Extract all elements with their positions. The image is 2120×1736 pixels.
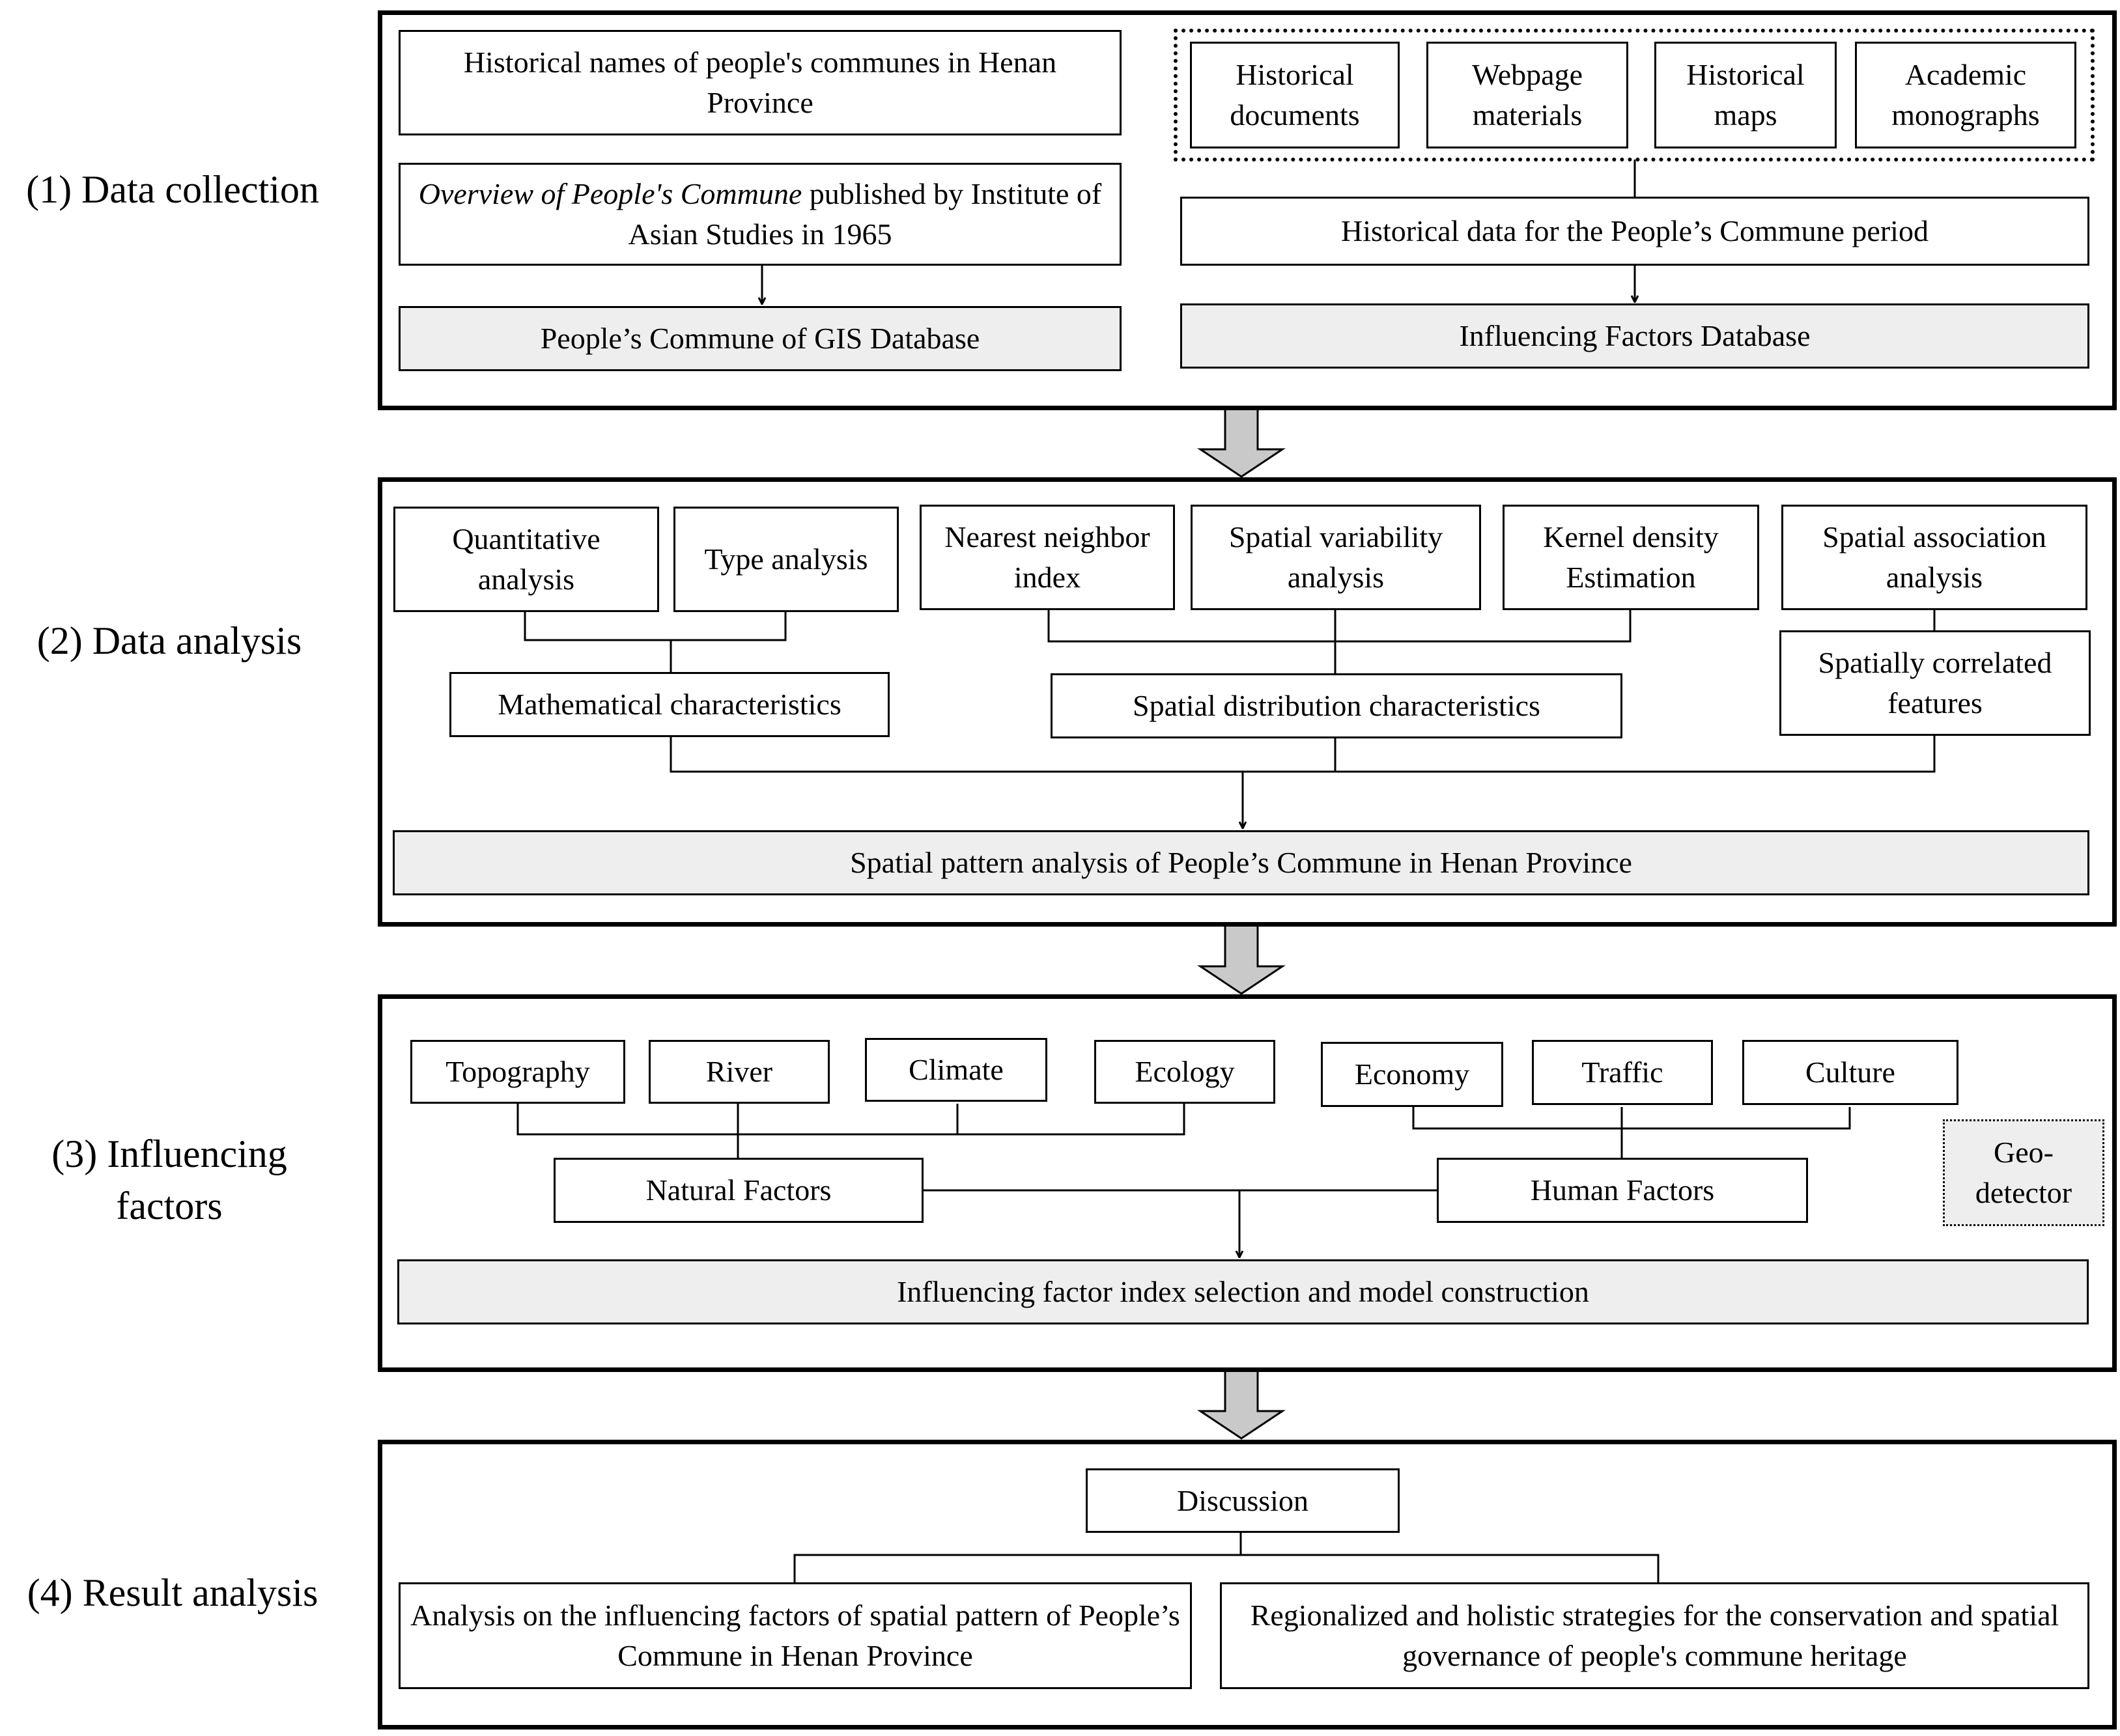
natural-factors-text: Natural Factors — [645, 1173, 832, 1207]
spatial-pattern-analysis-text: Spatial pattern analysis of People’s Com… — [850, 846, 1632, 879]
conservation-strategies-text: Regionalized and holistic strategies for… — [1250, 1599, 2059, 1672]
mathematical-characteristics-text: Mathematical characteristics — [498, 688, 841, 721]
factor-climate-label: Climate — [909, 1053, 1004, 1086]
method-nearest-neighbor-index-label: Nearest neighbor index — [944, 520, 1150, 594]
method-quantitative-analysis: Quantitative analysis — [393, 507, 659, 612]
geo-detector-box: Geo-detector — [1943, 1119, 2104, 1226]
human-factors-text: Human Factors — [1530, 1173, 1715, 1207]
discussion-text: Discussion — [1177, 1483, 1308, 1517]
model-construction-box: Influencing factor index selection and m… — [397, 1259, 2089, 1324]
influencing-factors-analysis-box: Analysis on the influencing factors of s… — [399, 1582, 1192, 1689]
factor-culture-label: Culture — [1805, 1056, 1895, 1089]
method-nearest-neighbor-index: Nearest neighbor index — [920, 505, 1175, 610]
model-construction-text: Influencing factor index selection and m… — [897, 1275, 1589, 1308]
method-type-analysis: Type analysis — [673, 507, 899, 612]
section-data-collection — [378, 10, 2117, 410]
method-quantitative-analysis-label: Quantitative analysis — [452, 522, 601, 596]
source-webpage-materials-label: Webpage materials — [1472, 58, 1583, 132]
geo-detector-text: Geo-detector — [1975, 1136, 2072, 1209]
spatially-correlated-features-text: Spatially correlated features — [1818, 646, 2052, 720]
source-historical-documents-label: Historical documents — [1230, 58, 1360, 132]
natural-factors-box: Natural Factors — [554, 1158, 924, 1223]
factor-economy-label: Economy — [1354, 1057, 1470, 1091]
connector-natural — [516, 1104, 1185, 1158]
overview-title: Overview of People's Commune — [418, 177, 802, 210]
factor-economy: Economy — [1321, 1042, 1503, 1107]
block-arrow-2-to-3 — [1197, 923, 1286, 995]
method-spatial-association-analysis: Spatial association analysis — [1781, 505, 2087, 610]
method-spatial-variability-analysis-label: Spatial variability analysis — [1228, 520, 1443, 594]
gis-database-text: People’s Commune of GIS Database — [540, 322, 980, 355]
human-factors-box: Human Factors — [1437, 1158, 1808, 1223]
section-data-analysis — [378, 477, 2117, 927]
section-influencing-factors — [378, 994, 2117, 1372]
influencing-factors-analysis-text: Analysis on the influencing factors of s… — [410, 1599, 1180, 1672]
stage-label-data-collection: (1) Data collection — [26, 168, 319, 211]
factor-river: River — [649, 1040, 830, 1104]
connector-spatial-dist — [1047, 610, 1632, 673]
method-kernel-density-estimation: Kernel density Estimation — [1503, 505, 1759, 610]
source-historical-maps: Historical maps — [1654, 42, 1837, 148]
historical-names-box: Historical names of people's communes in… — [399, 30, 1122, 135]
factor-culture: Culture — [1742, 1040, 1958, 1105]
historical-data-text: Historical data for the People’s Commune… — [1341, 214, 1929, 247]
stage-label-result-analysis: (4) Result analysis — [27, 1571, 318, 1614]
historical-data-box: Historical data for the People’s Commune… — [1180, 197, 2089, 266]
source-academic-monographs-label: Academic monographs — [1891, 58, 2040, 132]
conservation-strategies-box: Regionalized and holistic strategies for… — [1220, 1582, 2089, 1689]
gis-database-box: People’s Commune of GIS Database — [399, 306, 1122, 371]
connector-math — [524, 612, 787, 672]
method-spatial-variability-analysis: Spatial variability analysis — [1191, 505, 1481, 610]
overview-description: published by Institute of Asian Studies … — [628, 177, 1102, 251]
block-arrow-1-to-2 — [1197, 406, 1286, 478]
overview-publication-box: Overview of People's Commune published b… — [399, 163, 1122, 266]
stage-label-influencing-factors-line2: factors — [116, 1184, 223, 1227]
factor-climate: Climate — [865, 1038, 1047, 1102]
historical-names-text: Historical names of people's communes in… — [463, 46, 1057, 119]
factor-traffic-label: Traffic — [1581, 1056, 1663, 1089]
influencing-factors-database-text: Influencing Factors Database — [1459, 319, 1811, 352]
method-spatial-association-analysis-label: Spatial association analysis — [1822, 520, 2046, 594]
section-result-analysis — [378, 1440, 2117, 1729]
spatial-distribution-characteristics-text: Spatial distribution characteristics — [1133, 689, 1540, 722]
stage-label-influencing-factors-line1: (3) Influencing — [51, 1132, 287, 1175]
influencing-factors-database-box: Influencing Factors Database — [1180, 303, 2089, 369]
factor-topography: Topography — [410, 1040, 625, 1104]
data-sources-group — [1174, 29, 2095, 161]
factor-river-label: River — [705, 1055, 773, 1088]
spatially-correlated-features-box: Spatially correlated features — [1779, 630, 2091, 736]
discussion-box: Discussion — [1086, 1468, 1400, 1533]
connector-characteristics — [670, 736, 1936, 773]
factor-topography-label: Topography — [445, 1055, 590, 1088]
overview-publication-text: Overview of People's Commune published b… — [410, 174, 1110, 255]
mathematical-characteristics-box: Mathematical characteristics — [449, 672, 890, 737]
spatial-distribution-characteristics-box: Spatial distribution characteristics — [1051, 673, 1622, 738]
method-kernel-density-estimation-label: Kernel density Estimation — [1543, 520, 1719, 594]
stage-label-data-analysis: (2) Data analysis — [36, 619, 302, 662]
factor-ecology-label: Ecology — [1135, 1055, 1235, 1088]
connector-human — [1412, 1107, 1851, 1158]
block-arrow-3-to-4 — [1197, 1368, 1286, 1440]
factor-ecology: Ecology — [1094, 1040, 1275, 1104]
factor-traffic: Traffic — [1532, 1040, 1713, 1105]
source-historical-documents: Historical documents — [1190, 42, 1400, 148]
source-historical-maps-label: Historical maps — [1686, 58, 1805, 132]
spatial-pattern-analysis-box: Spatial pattern analysis of People’s Com… — [393, 830, 2089, 895]
source-academic-monographs: Academic monographs — [1855, 42, 2076, 148]
source-webpage-materials: Webpage materials — [1426, 42, 1628, 148]
method-type-analysis-label: Type analysis — [704, 542, 868, 576]
connector-discussion — [793, 1533, 1660, 1582]
